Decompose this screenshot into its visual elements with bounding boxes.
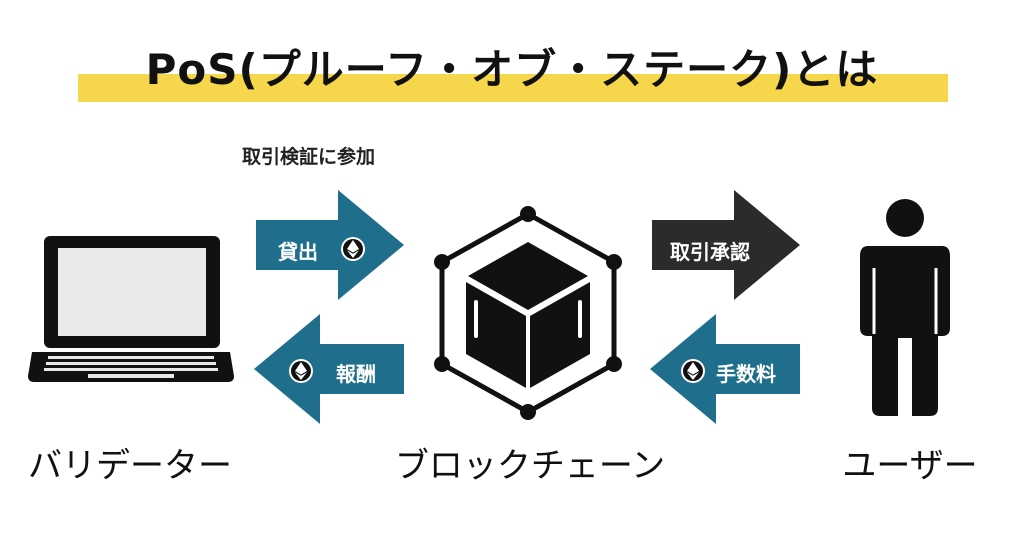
ethereum-icon <box>341 237 365 261</box>
title-highlight <box>78 74 948 102</box>
person-icon <box>860 199 950 416</box>
approve-label: 取引承認 <box>670 240 750 264</box>
lend-label: 貸出 <box>278 240 318 264</box>
blockchain-label: ブロックチェーン <box>394 446 666 486</box>
approve-arrow <box>652 190 800 300</box>
reward-arrow <box>254 314 404 424</box>
fee-arrow <box>650 314 800 424</box>
reward-label: 報酬 <box>336 362 376 386</box>
ethereum-icon <box>681 359 705 383</box>
cube-icon <box>434 206 622 420</box>
fee-label: 手数料 <box>716 362 776 386</box>
validator-label: バリデーター <box>28 446 232 486</box>
laptop-icon <box>28 236 234 382</box>
ethereum-icon <box>289 359 313 383</box>
lend-arrow <box>256 190 404 300</box>
page-title: PoS(プルーフ・オブ・ステーク)とは <box>145 45 879 94</box>
user-label: ユーザー <box>842 446 978 486</box>
caption-text: 取引検証に参加 <box>242 146 376 168</box>
